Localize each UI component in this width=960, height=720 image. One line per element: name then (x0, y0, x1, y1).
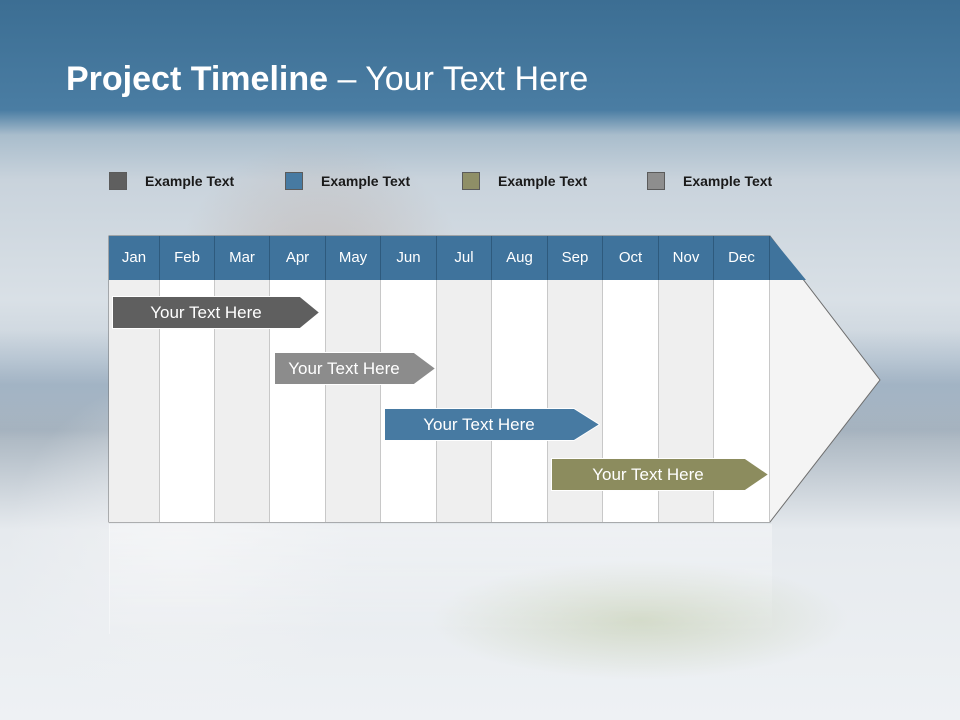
legend-swatch (462, 172, 480, 190)
month-header-aug: Aug (492, 236, 548, 280)
task-arrow-icon (274, 352, 436, 385)
legend-item: Example Text (285, 171, 410, 191)
task-arrow-icon (112, 296, 320, 329)
month-header-sep: Sep (548, 236, 603, 280)
task-label: Your Text Here (592, 465, 704, 484)
task-arrow-icon (384, 408, 600, 441)
month-header-jun: Jun (381, 236, 437, 280)
task-arrow-icon (551, 458, 769, 491)
legend-swatch (285, 172, 303, 190)
task-bar: Your Text Here (551, 458, 769, 491)
task-label: Your Text Here (423, 415, 535, 434)
timeline-header-tip (770, 236, 806, 280)
month-header-apr: Apr (270, 236, 326, 280)
month-header-jul: Jul (437, 236, 492, 280)
task-bar: Your Text Here (384, 408, 600, 441)
month-column-jun (381, 280, 437, 522)
legend-item: Example Text (109, 171, 234, 191)
month-header-feb: Feb (160, 236, 215, 280)
month-column-jul (437, 280, 492, 522)
legend-item: Example Text (462, 171, 587, 191)
legend-swatch (647, 172, 665, 190)
page-title: Project Timeline – Your Text Here (66, 60, 588, 99)
legend-item: Example Text (647, 171, 772, 191)
task-label: Your Text Here (288, 359, 400, 378)
title-subtitle: Your Text Here (365, 60, 589, 98)
month-header-nov: Nov (659, 236, 714, 280)
month-header-dec: Dec (714, 236, 770, 280)
timeline-reflection (109, 524, 772, 634)
legend-label: Example Text (321, 173, 411, 189)
task-label: Your Text Here (150, 303, 262, 322)
title-bold: Project Timeline (66, 60, 329, 98)
legend-label: Example Text (145, 173, 235, 189)
month-header-mar: Mar (215, 236, 270, 280)
background-flowers (430, 560, 850, 680)
month-column-may (326, 280, 381, 522)
month-column-aug (492, 280, 548, 522)
month-header-jan: Jan (109, 236, 160, 280)
title-separator: – (328, 60, 366, 98)
legend-label: Example Text (683, 173, 773, 189)
task-bar: Your Text Here (112, 296, 320, 329)
month-header-oct: Oct (603, 236, 659, 280)
task-bar: Your Text Here (274, 352, 436, 385)
month-header-may: May (326, 236, 381, 280)
legend-swatch (109, 172, 127, 190)
legend-label: Example Text (498, 173, 588, 189)
